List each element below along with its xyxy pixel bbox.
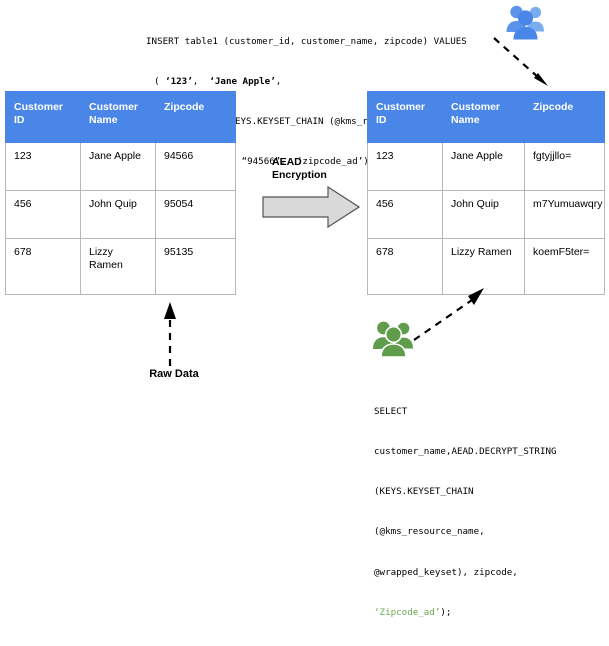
insert-query-line-1: INSERT table1 (customer_id, customer_nam…: [146, 35, 467, 47]
cell-customer-id: 456: [367, 190, 443, 239]
insert-query-line-2: ( ‘123’, ‘Jane Apple’,: [154, 75, 467, 88]
select-query-line-5: @wrapped_keyset), zipcode,: [374, 566, 518, 578]
cell-customer-name: Jane Apple: [442, 142, 525, 191]
insert-line2-value-customer-name: ‘Jane Apple’: [209, 76, 276, 88]
select-query-code: SELECT customer_name,AEAD.DECRYPT_STRING…: [374, 378, 557, 646]
aead-encryption-label: AEAD Encryption: [272, 156, 358, 182]
cell-customer-id: 678: [367, 238, 443, 295]
aead-label-line-2: Encryption: [272, 169, 327, 181]
cell-zipcode: 95054: [155, 190, 236, 239]
column-header-zipcode: Zipcode: [524, 91, 605, 143]
cell-customer-name: John Quip: [80, 190, 156, 239]
dashed-arrow-select-to-encrypted-table: [412, 286, 492, 342]
column-header-customer-name: Customer Name: [442, 91, 525, 143]
encrypted-data-table: Customer ID Customer Name Zipcode 123 Ja…: [367, 91, 605, 295]
dashed-arrow-up-raw-data: [150, 300, 190, 366]
raw-data-label: Raw Data: [149, 368, 199, 380]
cell-customer-id: 456: [5, 190, 81, 239]
cell-zipcode: 95135: [155, 238, 236, 295]
cell-zipcode: m7Yumuawqry: [524, 190, 605, 239]
cell-zipcode: koemF5ter=: [524, 238, 605, 295]
aead-label-line-1: AEAD: [272, 156, 302, 168]
cell-customer-id: 678: [5, 238, 81, 295]
table-row: 456 John Quip m7Yumuawqry: [367, 190, 605, 239]
insert-line2-value-customer-id: ‘123’: [165, 76, 193, 88]
column-header-zipcode: Zipcode: [155, 91, 236, 143]
cell-customer-name: Lizzy Ramen: [80, 238, 156, 295]
cell-customer-id: 123: [367, 142, 443, 191]
select-line6-tail: );: [440, 606, 452, 618]
people-group-icon-blue: [505, 2, 545, 40]
column-header-customer-id: Customer ID: [367, 91, 443, 143]
cell-zipcode: fgtyjjllo=: [524, 142, 605, 191]
table-header-row: Customer ID Customer Name Zipcode: [367, 91, 605, 143]
select-query-line-4: (@kms_resource_name,: [374, 526, 485, 538]
select-query-line-6: ‘Zipcode_ad’);: [374, 606, 557, 619]
table-row: 123 Jane Apple 94566: [5, 142, 236, 191]
table-row: 678 Lizzy Ramen koemF5ter=: [367, 238, 605, 295]
table-header-row: Customer ID Customer Name Zipcode: [5, 91, 236, 143]
select-query-line-2: customer_name,AEAD.DECRYPT_STRING: [374, 446, 557, 458]
column-header-customer-name: Customer Name: [80, 91, 156, 143]
table-row: 678 Lizzy Ramen 95135: [5, 238, 236, 295]
diagram-canvas: INSERT table1 (customer_id, customer_nam…: [5, 2, 605, 618]
select-query-line-1: SELECT: [374, 405, 408, 417]
select-line6-keyset-literal: ‘Zipcode_ad’: [374, 606, 441, 618]
table-row: 456 John Quip 95054: [5, 190, 236, 239]
insert-line2-separator: ,: [192, 76, 210, 88]
insert-line2-prefix: (: [154, 76, 166, 88]
block-arrow-right-icon: [262, 185, 361, 229]
cell-customer-name: Jane Apple: [80, 142, 156, 191]
select-query-line-3: (KEYS.KEYSET_CHAIN: [374, 486, 474, 498]
insert-line2-suffix: ,: [275, 76, 282, 88]
dashed-arrow-insert-to-encrypted-table: [492, 36, 572, 92]
cell-customer-name: John Quip: [442, 190, 525, 239]
table-row: 123 Jane Apple fgtyjjllo=: [367, 142, 605, 191]
cell-customer-id: 123: [5, 142, 81, 191]
people-group-icon-green: [372, 318, 414, 358]
cell-zipcode: 94566: [155, 142, 236, 191]
raw-data-table: Customer ID Customer Name Zipcode 123 Ja…: [5, 91, 236, 295]
column-header-customer-id: Customer ID: [5, 91, 81, 143]
